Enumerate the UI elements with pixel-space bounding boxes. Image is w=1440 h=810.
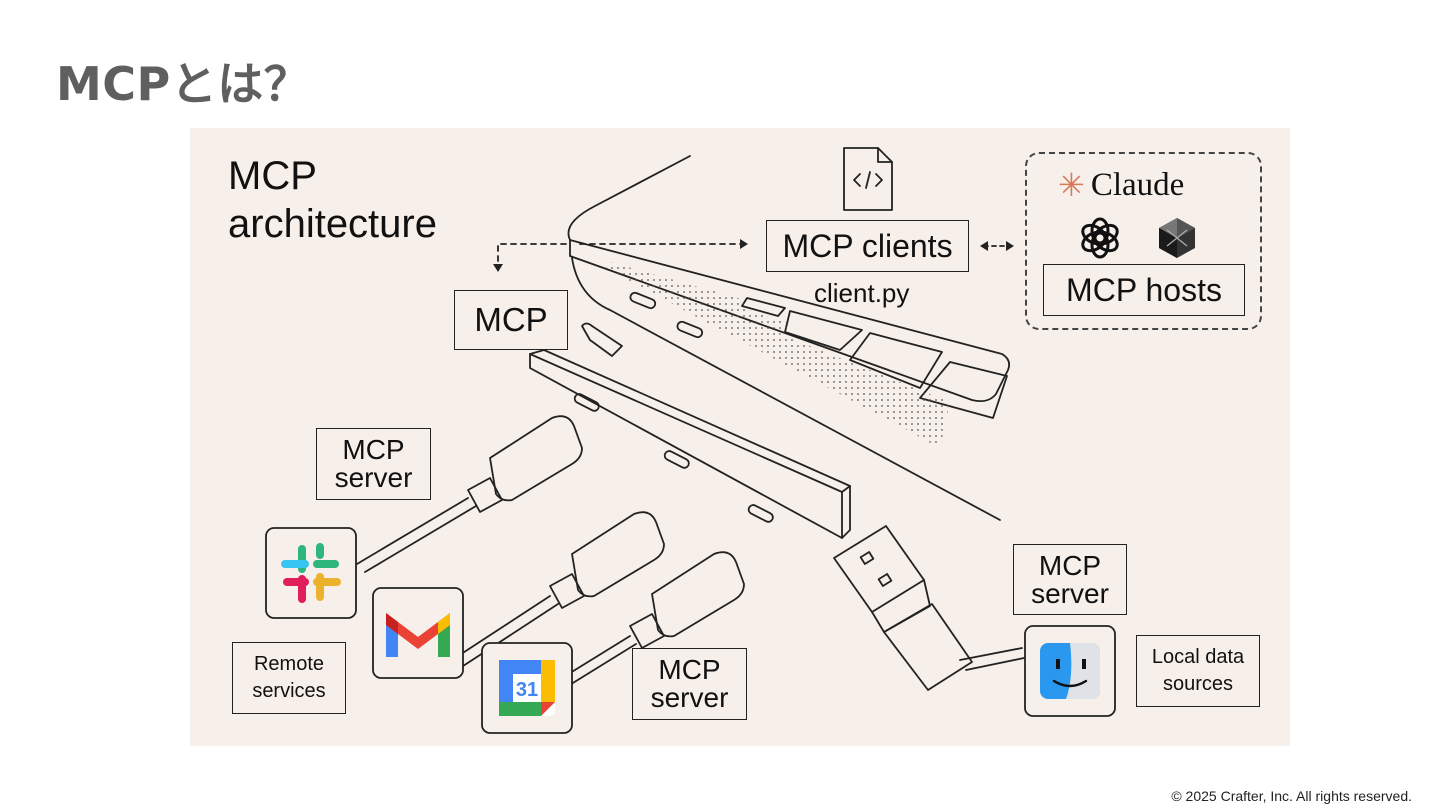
google-calendar-icon: 31 — [499, 660, 555, 716]
usb-plug — [651, 551, 745, 638]
slack-icon — [281, 543, 341, 603]
usb-cable — [567, 643, 637, 687]
slack-tile — [265, 527, 357, 619]
mcp-server-bottom-line2: server — [650, 682, 729, 713]
local-line2: sources — [1162, 673, 1234, 695]
mcp-label: MCP — [474, 301, 548, 338]
mcp-server-right-line1: MCP — [1038, 549, 1102, 581]
laptop-port — [629, 291, 657, 310]
usb-cable — [561, 635, 631, 679]
laptop-key — [919, 361, 1008, 419]
laptop-lid — [567, 155, 691, 241]
usb-cable — [364, 505, 477, 573]
perplexity-logo-icon — [1159, 218, 1195, 258]
mcp-architecture-diagram: 31 MCP architecture MCP MCP clients clie… — [190, 128, 1290, 746]
local-line1: Local data — [1151, 646, 1245, 668]
laptop-base — [569, 239, 1011, 403]
remote-services-box: Remote services — [232, 642, 346, 714]
remote-line1: Remote — [253, 653, 325, 675]
diagram-drawing: 31 — [265, 147, 1195, 734]
diagram-title-line2: architecture — [228, 202, 437, 246]
hub-port — [573, 393, 600, 412]
copyright-footer: © 2025 Crafter, Inc. All rights reserved… — [1171, 788, 1412, 804]
remote-line2: services — [252, 680, 326, 702]
usb-cable — [356, 497, 469, 565]
mcp-hosts-box: MCP hosts — [1043, 264, 1245, 316]
claude-logo-icon: ✳ Claude — [1058, 166, 1184, 204]
diagram-title: MCP architecture — [228, 152, 437, 248]
usb-hub — [529, 353, 843, 539]
mcp-box: MCP — [454, 290, 568, 350]
mcp-clients-box: MCP clients — [766, 220, 969, 272]
mcp-server-right-box: MCP server — [1013, 544, 1127, 615]
finder-icon — [1040, 643, 1100, 699]
mcp-server-top-line2: server — [334, 462, 413, 493]
mcp-server-right-line2: server — [1031, 577, 1109, 609]
laptop-body-edge — [571, 257, 1001, 521]
gmail-icon — [386, 613, 450, 657]
openai-logo-icon — [1081, 217, 1119, 259]
usb-cable — [965, 657, 1025, 671]
mcp-server-bottom-line1: MCP — [658, 654, 721, 685]
usb-plug — [489, 415, 583, 502]
mcp-hosts-group — [1025, 152, 1262, 330]
laptop-key — [849, 332, 943, 389]
usb-cable — [959, 647, 1023, 661]
diagram-title-line1: MCP — [228, 154, 317, 198]
claude-label: Claude — [1090, 166, 1185, 203]
usb-cable — [451, 595, 551, 661]
claude-star-icon: ✳ — [1058, 167, 1085, 203]
slide-title: MCPとは？ — [56, 57, 311, 111]
laptop-port — [676, 320, 704, 339]
arrow-to-mcp — [497, 243, 567, 271]
usb-cable — [459, 603, 559, 669]
mcp-server-top-line1: MCP — [342, 434, 405, 465]
code-file-icon — [843, 147, 893, 211]
hub-plug — [581, 322, 623, 357]
mcp-server-top-box: MCP server — [316, 428, 431, 500]
mcp-hosts-label: MCP hosts — [1066, 271, 1222, 308]
hub-port — [747, 504, 774, 523]
local-data-sources-box: Local data sources — [1136, 635, 1260, 707]
mcp-server-bottom-box: MCP server — [632, 648, 747, 720]
usb-a-plug — [833, 525, 925, 613]
calendar-number: 31 — [516, 679, 538, 701]
client-file-label: client.py — [814, 278, 910, 308]
laptop-speaker-grille — [606, 262, 950, 448]
hub-port — [663, 450, 690, 469]
usb-plug — [571, 511, 665, 598]
mcp-clients-label: MCP clients — [782, 227, 953, 264]
